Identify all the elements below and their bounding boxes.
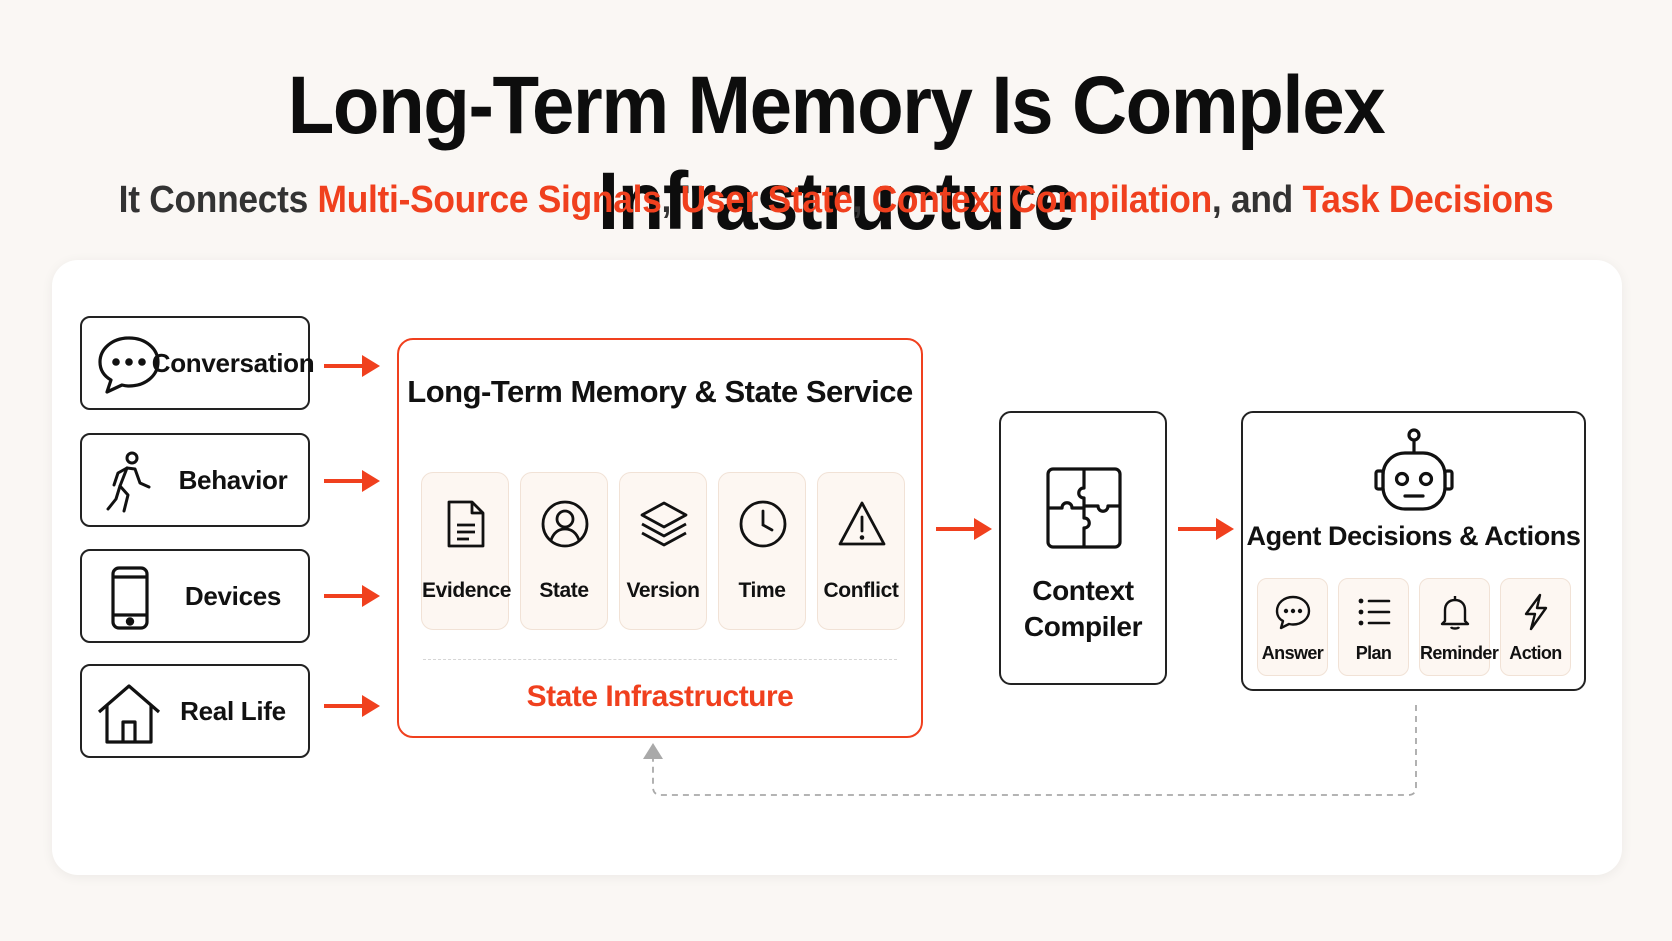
subtitle-text-3: , xyxy=(852,179,872,221)
arrow-conversation-to-service xyxy=(324,355,380,377)
house-icon xyxy=(96,680,162,746)
arrow-service-to-compiler xyxy=(936,518,992,540)
subtitle-highlight-decisions: Task Decisions xyxy=(1302,179,1554,221)
tile-action: Action xyxy=(1500,578,1571,676)
warning-icon xyxy=(838,499,886,549)
service-divider xyxy=(423,659,897,660)
source-behavior: Behavior xyxy=(80,433,310,527)
tile-label: Plan xyxy=(1355,643,1392,663)
state-infrastructure-label: State Infrastructure xyxy=(526,680,794,713)
list-icon xyxy=(1356,593,1392,631)
tile-label: Version xyxy=(626,579,700,602)
page-subtitle: It Connects Multi-Source Signals, User S… xyxy=(59,176,1614,224)
tile-label: Answer xyxy=(1261,643,1324,663)
puzzle-icon xyxy=(1045,466,1123,550)
arrow-compiler-to-agent xyxy=(1178,518,1234,540)
service-title: Long-Term Memory & State Service xyxy=(407,374,913,409)
subtitle-highlight-signals: Multi-Source Signals xyxy=(317,179,662,221)
tile-plan: Plan xyxy=(1338,578,1409,676)
source-label: Devices xyxy=(184,580,282,611)
subtitle-text-2: , xyxy=(661,179,681,221)
source-conversation: Conversation xyxy=(80,316,315,410)
layers-icon xyxy=(640,499,688,549)
arrow-real-life-to-service xyxy=(324,695,380,717)
chat-icon xyxy=(1275,593,1311,631)
phone-icon xyxy=(96,565,162,631)
tile-label: Time xyxy=(738,579,786,602)
subtitle-text-4: , and xyxy=(1211,179,1303,221)
agent-decisions-actions: Agent Decisions & Actions Answer Plan Re… xyxy=(1241,411,1586,691)
compiler-label-line2: Compiler xyxy=(1023,611,1143,642)
robot-icon xyxy=(1374,426,1454,516)
subtitle-highlight-state: User State xyxy=(680,179,853,221)
tile-label: Evidence xyxy=(422,579,512,602)
subtitle-text-1: It Connects xyxy=(118,179,318,221)
subtitle-highlight-context: Context Compilation xyxy=(871,179,1213,221)
compiler-label-line1: Context xyxy=(1032,575,1134,606)
source-label: Behavior xyxy=(178,464,288,495)
tile-label: Reminder xyxy=(1420,643,1499,663)
tile-label: Action xyxy=(1509,643,1562,663)
source-label: Real Life xyxy=(180,695,286,726)
arrow-devices-to-service xyxy=(324,585,380,607)
chat-bubble-icon xyxy=(96,332,162,398)
tile-version: Version xyxy=(619,472,707,630)
memory-state-service: Long-Term Memory & State Service Evidenc… xyxy=(397,338,923,738)
tile-conflict: Conflict xyxy=(817,472,905,630)
source-devices: Devices xyxy=(80,549,310,643)
tile-state: State xyxy=(520,472,608,630)
source-label: Conversation xyxy=(151,347,315,378)
tile-label: State xyxy=(539,579,589,602)
clock-icon xyxy=(739,499,787,549)
document-icon xyxy=(442,499,490,549)
user-circle-icon xyxy=(541,499,589,549)
tile-reminder: Reminder xyxy=(1419,578,1499,676)
lightning-icon xyxy=(1518,593,1554,631)
bell-icon xyxy=(1437,593,1473,631)
tile-label: Conflict xyxy=(823,579,899,602)
page-title: Long-Term Memory Is Complex Infrastructu… xyxy=(287,60,1386,247)
walking-person-icon xyxy=(96,449,162,515)
source-real-life: Real Life xyxy=(80,664,310,758)
tile-evidence: Evidence xyxy=(421,472,512,630)
tile-answer: Answer xyxy=(1257,578,1328,676)
tile-time: Time xyxy=(718,472,806,630)
agent-title: Agent Decisions & Actions xyxy=(1246,521,1581,551)
arrow-behavior-to-service xyxy=(324,470,380,492)
